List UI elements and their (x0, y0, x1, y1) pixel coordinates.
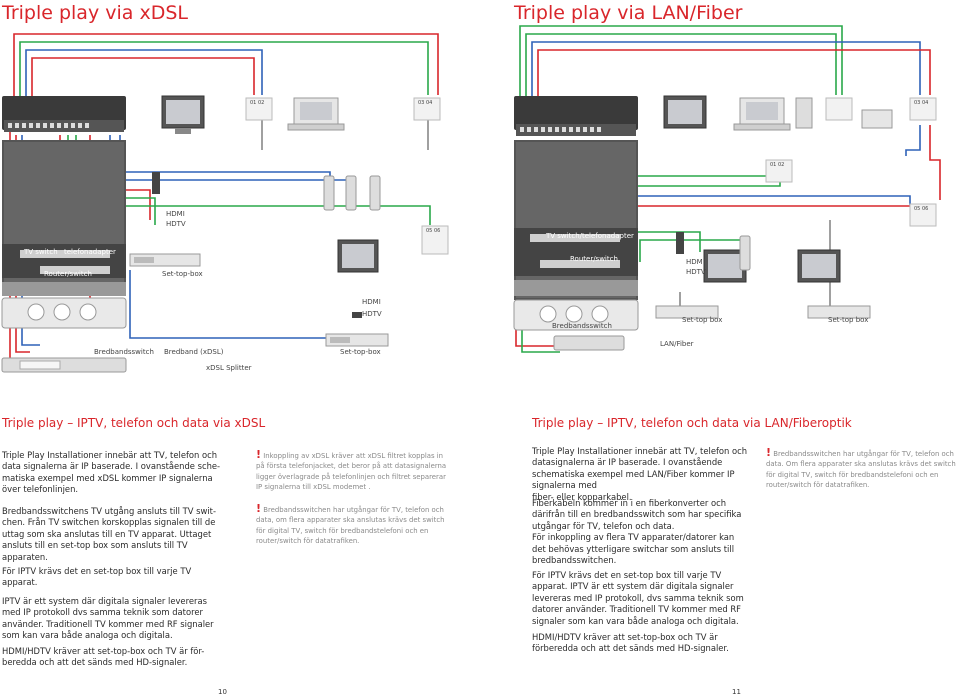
label-router-switch-right: Router/switch (570, 255, 618, 263)
right-paragraph-3: För IPTV krävs det en set-top box till v… (532, 570, 744, 626)
label-settopbox-b: Set-top box (828, 316, 869, 324)
title-right: Triple play via LAN/Fiber (514, 2, 743, 24)
page-number-left: 10 (218, 688, 227, 696)
label-hdtv-right: HDTV (686, 268, 706, 276)
label-hdmi-2: HDMI (362, 298, 381, 306)
right-note-1: ! Bredbandsswitchen har utgångar för TV,… (766, 446, 956, 491)
outlet-label-0304-right: 03 04 (914, 100, 929, 106)
left-note-2-text: Bredbandsswitchen har utgångar för TV, t… (256, 506, 445, 546)
left-paragraph-5: HDMI/HDTV kräver att set-top-box och TV … (2, 646, 205, 668)
outlet-label-0102: 01 02 (250, 100, 265, 106)
outlet-label-0506-right: 05 06 (914, 206, 929, 212)
label-lan-fiber: LAN/Fiber (660, 340, 694, 348)
label-settopbox-a: Set-top box (682, 316, 723, 324)
label-settopbox: Set-top-box (162, 270, 203, 278)
label-bredbandsswitch-right: Bredbandsswitch (552, 322, 612, 330)
left-paragraph-4: IPTV är ett system där digitala signaler… (2, 596, 214, 641)
exclamation-icon: ! (766, 446, 772, 459)
label-bredbandsswitch: Bredbandsswitch (94, 348, 154, 356)
label-hdtv: HDTV (166, 220, 186, 228)
label-hdmi: HDMI (166, 210, 185, 218)
label-settopbox-2: Set-top-box (340, 348, 381, 356)
left-paragraph-2: Bredbandsswitchens TV utgång ansluts til… (2, 506, 216, 562)
exclamation-icon: ! (256, 502, 262, 515)
outlet-label-0102-right: 01 02 (770, 162, 785, 168)
title-left: Triple play via xDSL (2, 2, 188, 24)
subtitle-left: Triple play – IPTV, telefon och data via… (2, 416, 266, 430)
exclamation-icon: ! (256, 448, 262, 461)
right-paragraph-2: Fiberkabeln kommer in i en fiberkonverte… (532, 498, 742, 566)
outlet-label-0506: 05 06 (426, 228, 441, 234)
page-number-right: 11 (732, 688, 741, 696)
outlet-label-0304: 03 04 (418, 100, 433, 106)
label-router-switch: Router/switch (44, 270, 92, 278)
subtitle-right: Triple play – IPTV, telefon och data via… (532, 416, 852, 430)
left-devices (129, 95, 449, 347)
left-rack (1, 96, 127, 373)
left-note-2: ! Bredbandsswitchen har utgångar för TV,… (256, 502, 496, 547)
label-hdtv-2: HDTV (362, 310, 382, 318)
label-xdsl-splitter: xDSL Splitter (206, 364, 252, 372)
right-note-1-text: Bredbandsswitchen har utgångar för TV, t… (766, 450, 956, 490)
left-paragraph-3: För IPTV krävs det en set-top box till v… (2, 566, 192, 588)
label-telefonadapter: telefonadapter (64, 248, 116, 256)
left-paragraph-1: Triple Play Installationer innebär att T… (2, 450, 221, 495)
label-tv-switch: TV switch (24, 248, 58, 256)
left-note-1: ! Inkoppling av xDSL kräver att xDSL fil… (256, 448, 496, 493)
right-paragraph-1: Triple Play Installationer innebär att T… (532, 446, 748, 502)
right-paragraph-4: HDMI/HDTV kräver att set-top-box och TV … (532, 632, 729, 654)
label-bredband-xdsl: Bredband (xDSL) (164, 348, 224, 356)
right-devices (655, 95, 937, 319)
left-note-1-text: Inkoppling av xDSL kräver att xDSL filtr… (256, 452, 447, 492)
right-rack (513, 96, 639, 351)
label-tv-switch-telefonadapter: TV switch/telefonadapter (546, 232, 634, 240)
label-hdmi-right: HDMI (686, 258, 705, 266)
